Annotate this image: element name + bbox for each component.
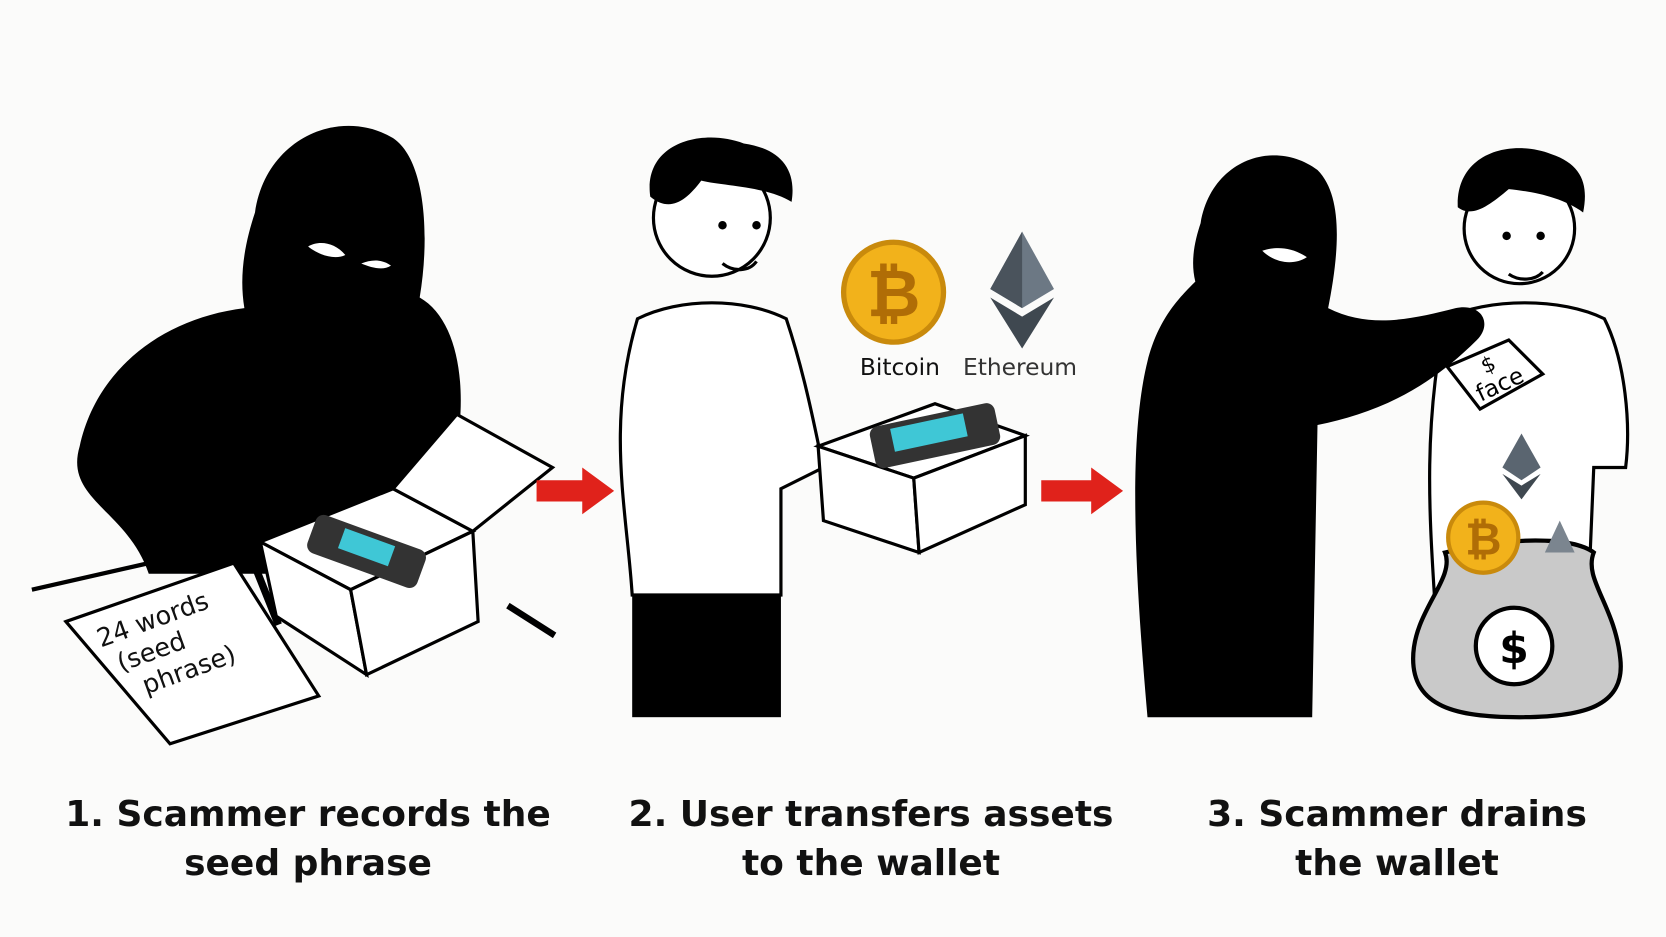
red-arrow	[536, 467, 615, 515]
seed-phrase-note: 24 words (seed phrase)	[63, 561, 322, 746]
bitcoin-coin: ₿	[840, 239, 947, 345]
caption-line: 2. User transfers assets	[628, 794, 1114, 835]
scammer-silhouette	[1135, 155, 1485, 718]
hardware-wallet-box	[813, 402, 1030, 555]
user-shirt	[618, 301, 826, 597]
panel-3-scene: $ face $ ₿	[1135, 148, 1630, 720]
caption-line: to the wallet	[741, 843, 1001, 884]
user-pants	[632, 595, 781, 718]
bitcoin-label: Bitcoin	[860, 353, 940, 381]
hardware-wallet-box	[256, 412, 556, 679]
pencil-icon	[219, 485, 282, 627]
red-arrow	[1041, 467, 1124, 515]
caption-line: 3. Scammer drains	[1207, 794, 1587, 835]
panel-1-scene: 24 words (seed phrase)	[31, 125, 557, 746]
price-tag	[1444, 338, 1546, 412]
step-2-caption: 2. User transfers assets to the wallet	[611, 790, 1131, 888]
ethereum-label: Ethereum	[963, 353, 1077, 381]
money-bag: $	[1410, 538, 1623, 720]
caption-line: 1. Scammer records the	[65, 794, 551, 835]
svg-text:$: $	[1499, 625, 1529, 674]
ethereum-logo	[1502, 433, 1541, 500]
svg-text:₿: ₿	[867, 256, 921, 333]
caption-line: seed phrase	[184, 843, 432, 884]
scammer-silhouette	[77, 125, 461, 574]
bitcoin-coin: ₿	[1446, 500, 1521, 575]
svg-text:₿: ₿	[1465, 514, 1501, 566]
caption-line: the wallet	[1295, 843, 1499, 884]
step-1-caption: 1. Scammer records the seed phrase	[48, 790, 568, 888]
panel-2-scene: ₿ Bitcoin Ethereum	[618, 137, 1077, 718]
step-3-caption: 3. Scammer drains the wallet	[1137, 790, 1657, 888]
ethereum-logo	[990, 231, 1054, 349]
